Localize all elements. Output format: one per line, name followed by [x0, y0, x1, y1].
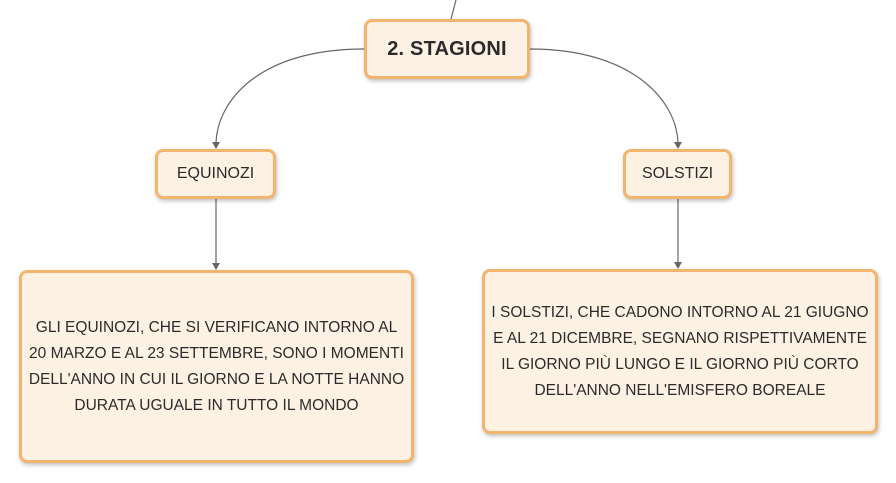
arrowhead-equinozi	[212, 142, 220, 149]
arrowhead-solstizi	[674, 142, 682, 149]
connector-root-to-solstizi	[529, 48, 679, 143]
root-topic-label: 2. STAGIONI	[387, 37, 507, 60]
topic-node-equinozi[interactable]: EQUINOZI	[155, 149, 276, 199]
arrowhead-solstizi-detail	[674, 262, 682, 269]
detail-node-equinozi[interactable]: GLI EQUINOZI, CHE SI VERIFICANO INTORNO …	[19, 270, 414, 463]
detail-node-solstizi[interactable]: I SOLSTIZI, CHE CADONO INTORNO AL 21 GIU…	[482, 269, 878, 434]
topic-label-equinozi: EQUINOZI	[176, 165, 255, 182]
arrowhead-equinozi-detail	[212, 263, 220, 270]
detail-text-solstizi: I SOLSTIZI, CHE CADONO INTORNO AL 21 GIU…	[491, 303, 869, 399]
topic-label-solstizi: SOLSTIZI	[641, 165, 714, 182]
connector-root-to-equinozi	[215, 48, 365, 143]
connector-from-parent	[450, 0, 457, 20]
topic-node-solstizi[interactable]: SOLSTIZI	[623, 149, 732, 199]
root-topic-node[interactable]: 2. STAGIONI	[364, 19, 530, 79]
detail-text-equinozi: GLI EQUINOZI, CHE SI VERIFICANO INTORNO …	[28, 318, 405, 414]
